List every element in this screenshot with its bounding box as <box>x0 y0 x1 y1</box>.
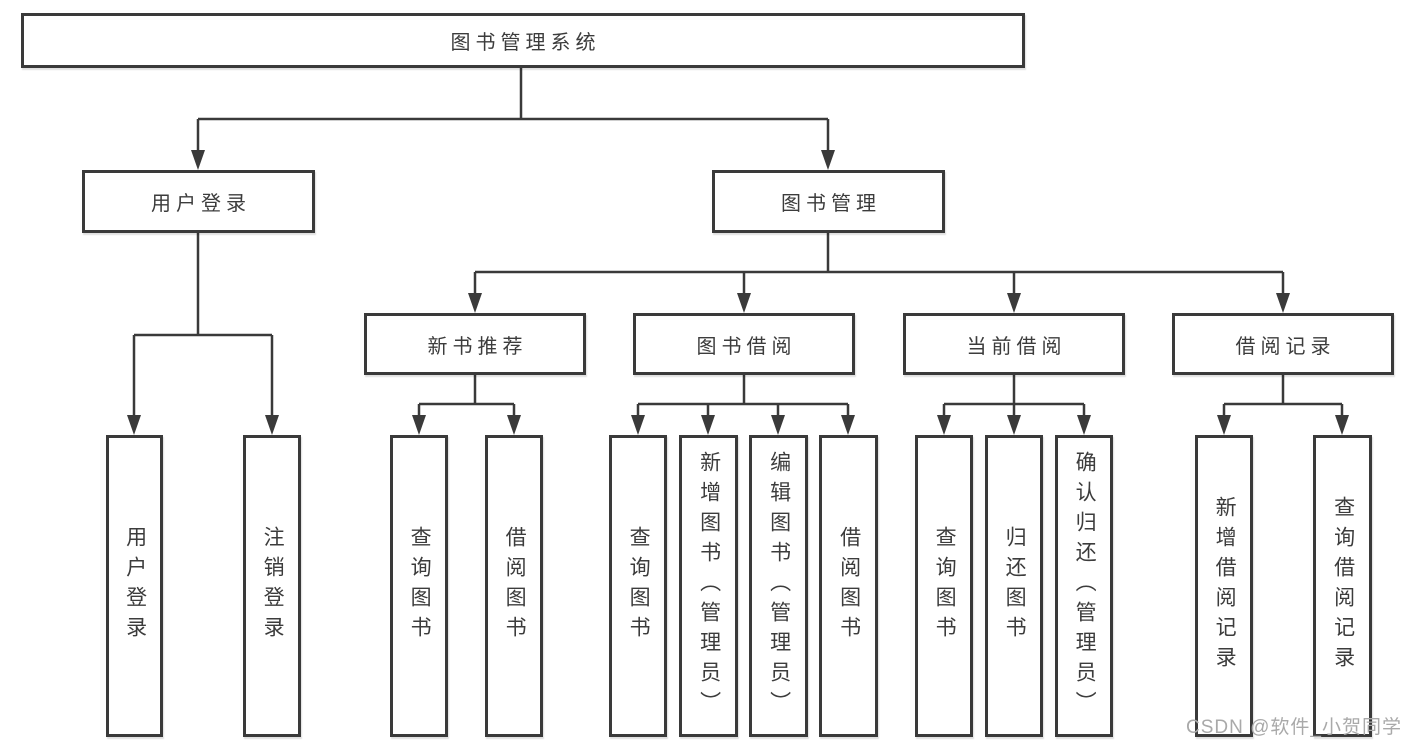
node-borrowing-records-label: 借阅记录 <box>1235 335 1336 358</box>
leaf-confirm-return-admin-label: 确认归还（管理员） <box>1073 451 1097 721</box>
node-library-system-label: 图书管理系统 <box>450 32 601 54</box>
leaf-query-books-borrowing-label: 查询图书 <box>627 526 651 646</box>
leaf-return-books-label: 归还图书 <box>1003 526 1027 646</box>
leaf-query-borrow-record-label: 查询借阅记录 <box>1331 496 1355 676</box>
leaf-borrow-books-borrowing-label: 借阅图书 <box>837 526 861 646</box>
leaf-add-book-admin-label: 新增图书（管理员） <box>697 451 721 721</box>
node-new-book-recommend: 新书推荐 <box>364 313 586 375</box>
leaf-logout: 注销登录 <box>243 435 301 737</box>
connector-current-borrow <box>942 375 1086 416</box>
node-book-management: 图书管理 <box>712 170 945 233</box>
node-book-borrowing: 图书借阅 <box>633 313 855 375</box>
node-current-borrowing-label: 当前借阅 <box>966 335 1067 358</box>
node-new-book-recommend-label: 新书推荐 <box>427 335 528 358</box>
leaf-edit-book-admin: 编辑图书（管理员） <box>749 435 808 737</box>
leaf-confirm-return-admin: 确认归还（管理员） <box>1055 435 1113 737</box>
leaf-add-borrow-record-label: 新增借阅记录 <box>1213 496 1237 676</box>
node-user-login: 用户登录 <box>82 170 315 233</box>
node-book-management-label: 图书管理 <box>781 193 881 215</box>
leaf-user-login: 用户登录 <box>106 435 163 737</box>
leaf-query-books-current-label: 查询图书 <box>933 526 957 646</box>
leaf-edit-book-admin-label: 编辑图书（管理员） <box>767 451 791 721</box>
leaf-add-borrow-record: 新增借阅记录 <box>1195 435 1253 737</box>
leaf-query-books-current: 查询图书 <box>915 435 973 737</box>
leaf-borrow-books-borrowing: 借阅图书 <box>819 435 878 737</box>
node-borrowing-records: 借阅记录 <box>1172 313 1394 375</box>
node-book-borrowing-label: 图书借阅 <box>696 335 797 358</box>
connector-user-login <box>132 233 274 416</box>
connector-root <box>196 68 830 151</box>
leaf-logout-label: 注销登录 <box>261 526 285 646</box>
connector-new-rec <box>417 375 516 416</box>
leaf-query-books-recommend: 查询图书 <box>390 435 448 737</box>
node-user-login-label: 用户登录 <box>151 193 251 215</box>
node-library-system: 图书管理系统 <box>21 13 1025 68</box>
node-current-borrowing: 当前借阅 <box>903 313 1125 375</box>
leaf-return-books: 归还图书 <box>985 435 1043 737</box>
leaf-query-borrow-record: 查询借阅记录 <box>1313 435 1372 737</box>
leaf-user-login-label: 用户登录 <box>123 526 147 646</box>
csdn-watermark: CSDN @软件_小贺同学 <box>1186 717 1402 738</box>
connector-book-mgmt <box>473 233 1285 294</box>
connector-borrow-records <box>1222 375 1344 416</box>
leaf-add-book-admin: 新增图书（管理员） <box>679 435 738 737</box>
leaf-borrow-books-recommend: 借阅图书 <box>485 435 543 737</box>
connector-book-borrow <box>636 375 850 416</box>
leaf-borrow-books-recommend-label: 借阅图书 <box>503 526 527 646</box>
leaf-query-books-borrowing: 查询图书 <box>609 435 667 737</box>
leaf-query-books-recommend-label: 查询图书 <box>408 526 432 646</box>
